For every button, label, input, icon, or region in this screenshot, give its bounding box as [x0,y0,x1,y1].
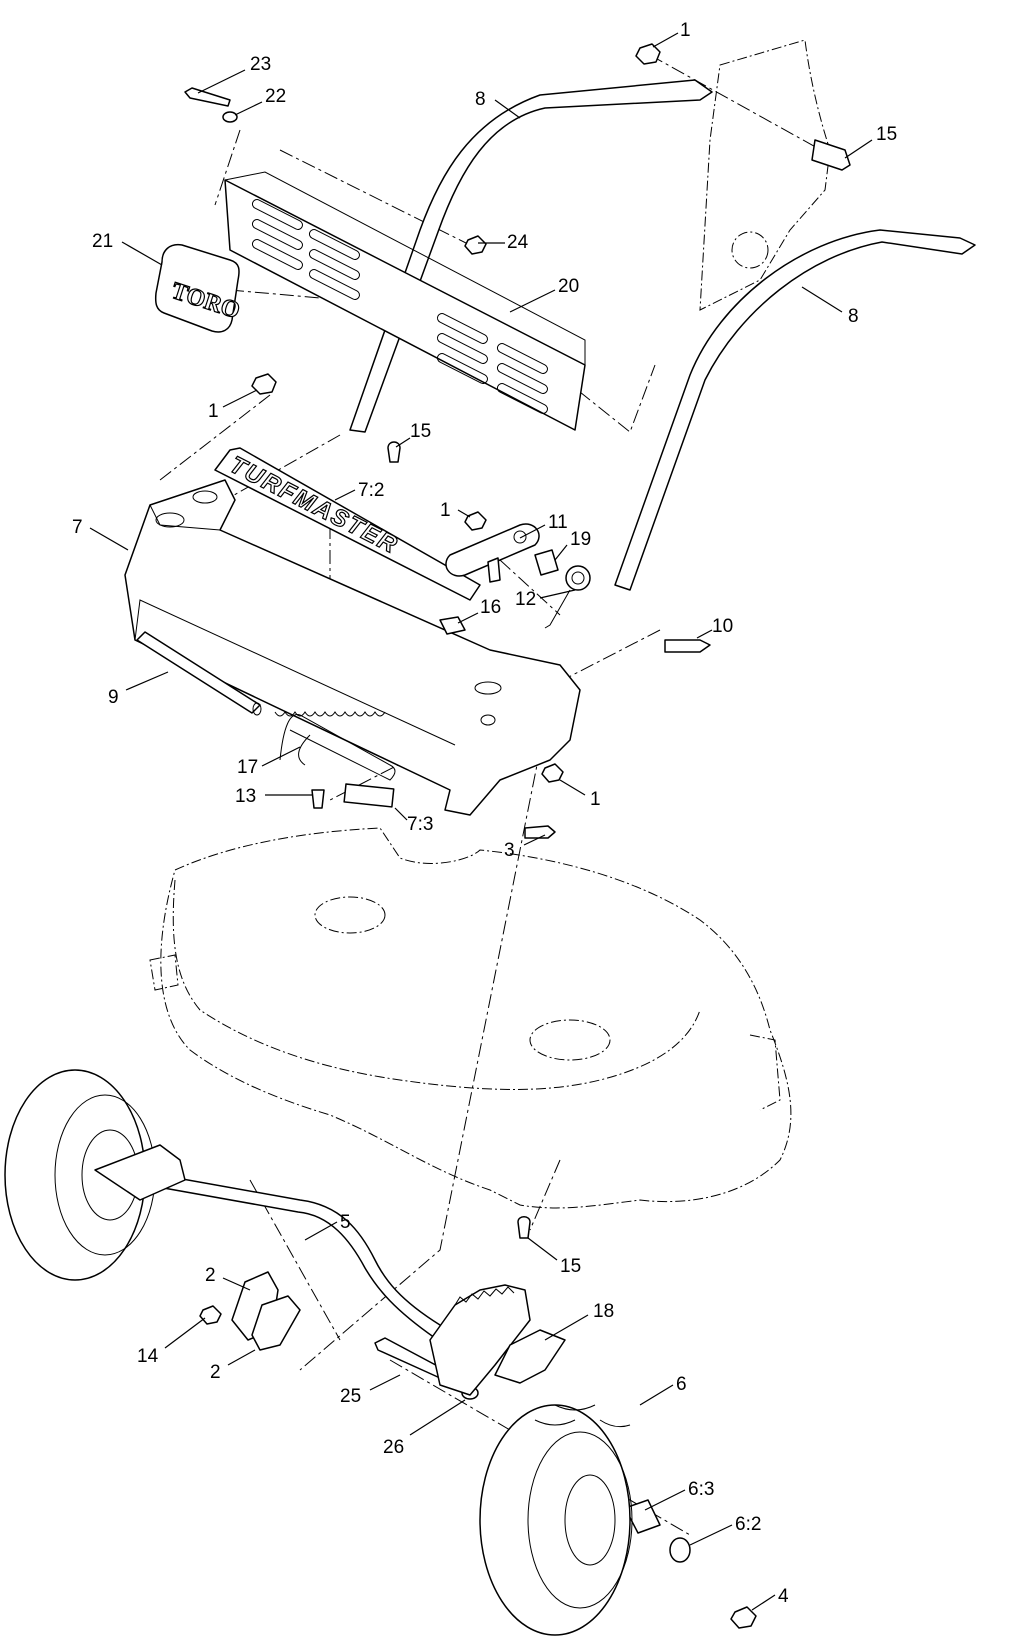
callout-7-2: 7:2 [358,480,384,501]
callout-9: 9 [108,687,119,708]
callout-16: 16 [480,597,501,618]
callout-13: 13 [235,786,256,807]
carriage-bolt [811,139,851,171]
pivot-rod [136,631,262,716]
callout-19: 19 [570,529,591,550]
hex-bolt [664,639,711,653]
spacer [534,549,559,576]
lock-nut [464,511,487,531]
callout-8: 8 [848,306,859,327]
front-wheel [479,1404,633,1636]
carriage-bolt [517,1216,531,1239]
callout-1: 1 [440,500,451,521]
turfmaster-decal-text: TURFMASTER [225,451,402,559]
callout-24: 24 [507,232,529,253]
callout-14: 14 [137,1346,159,1367]
callout-4: 4 [778,1586,789,1607]
wheel-bushing [624,1499,661,1534]
callout-15: 15 [560,1256,581,1277]
handle-tube-right [614,229,976,591]
link-plate [445,523,540,583]
decal-7-3 [343,783,395,808]
callouts: 1 1 1 1 2 2 3 4 5 6 6:2 6:3 7 7:2 7:3 8 … [72,20,897,1607]
callout-5: 5 [340,1212,351,1233]
leader-lines [89,32,873,1611]
handle-tube-left [349,79,713,433]
handle-plate-phantom [699,39,831,311]
callout-10: 10 [712,616,733,637]
callout-15: 15 [410,421,431,442]
height-quadrant [429,1284,566,1396]
callout-20: 20 [558,276,579,297]
extension-spring [274,711,396,781]
flange-nut [464,235,487,255]
callout-6: 6 [676,1374,687,1395]
hardware [184,43,851,1629]
callout-21: 21 [92,231,113,252]
toro-logo-badge: TORO [154,243,244,333]
callout-7: 7 [72,517,83,538]
callout-23: 23 [250,54,271,75]
callout-22: 22 [265,86,286,107]
rear-wheel-left [4,1069,186,1281]
flat-washer [222,111,238,123]
callout-6-2: 6:2 [735,1514,761,1535]
callout-1: 1 [208,401,219,422]
callout-2: 2 [205,1265,216,1286]
wheel-washer [669,1537,691,1563]
lock-nut [730,1606,757,1629]
grille-guard [224,171,586,431]
handle-bracket [124,479,581,816]
torsion-spring [544,565,591,629]
callout-3: 3 [504,840,515,861]
callout-1: 1 [590,789,601,810]
mower-deck-phantom [149,827,792,1209]
callout-12: 12 [515,589,536,610]
callout-8: 8 [475,89,486,110]
callout-2: 2 [210,1362,221,1383]
callout-6-3: 6:3 [688,1479,714,1500]
lock-nut [635,43,661,65]
height-adjust-brackets [231,1271,301,1351]
lock-nut [541,763,564,783]
lock-nut [199,1305,222,1325]
clevis-pin [311,789,325,809]
lock-nut [251,373,277,395]
callout-18: 18 [593,1301,614,1322]
callout-15: 15 [876,124,897,145]
callout-26: 26 [383,1437,404,1458]
callout-25: 25 [340,1386,361,1407]
callout-7-3: 7:3 [407,814,433,835]
spring-clip [439,616,466,635]
callout-1: 1 [680,20,691,41]
callout-17: 17 [237,757,258,778]
hex-bolt [184,87,231,107]
hex-bolt [524,825,556,839]
callout-11: 11 [548,512,568,533]
